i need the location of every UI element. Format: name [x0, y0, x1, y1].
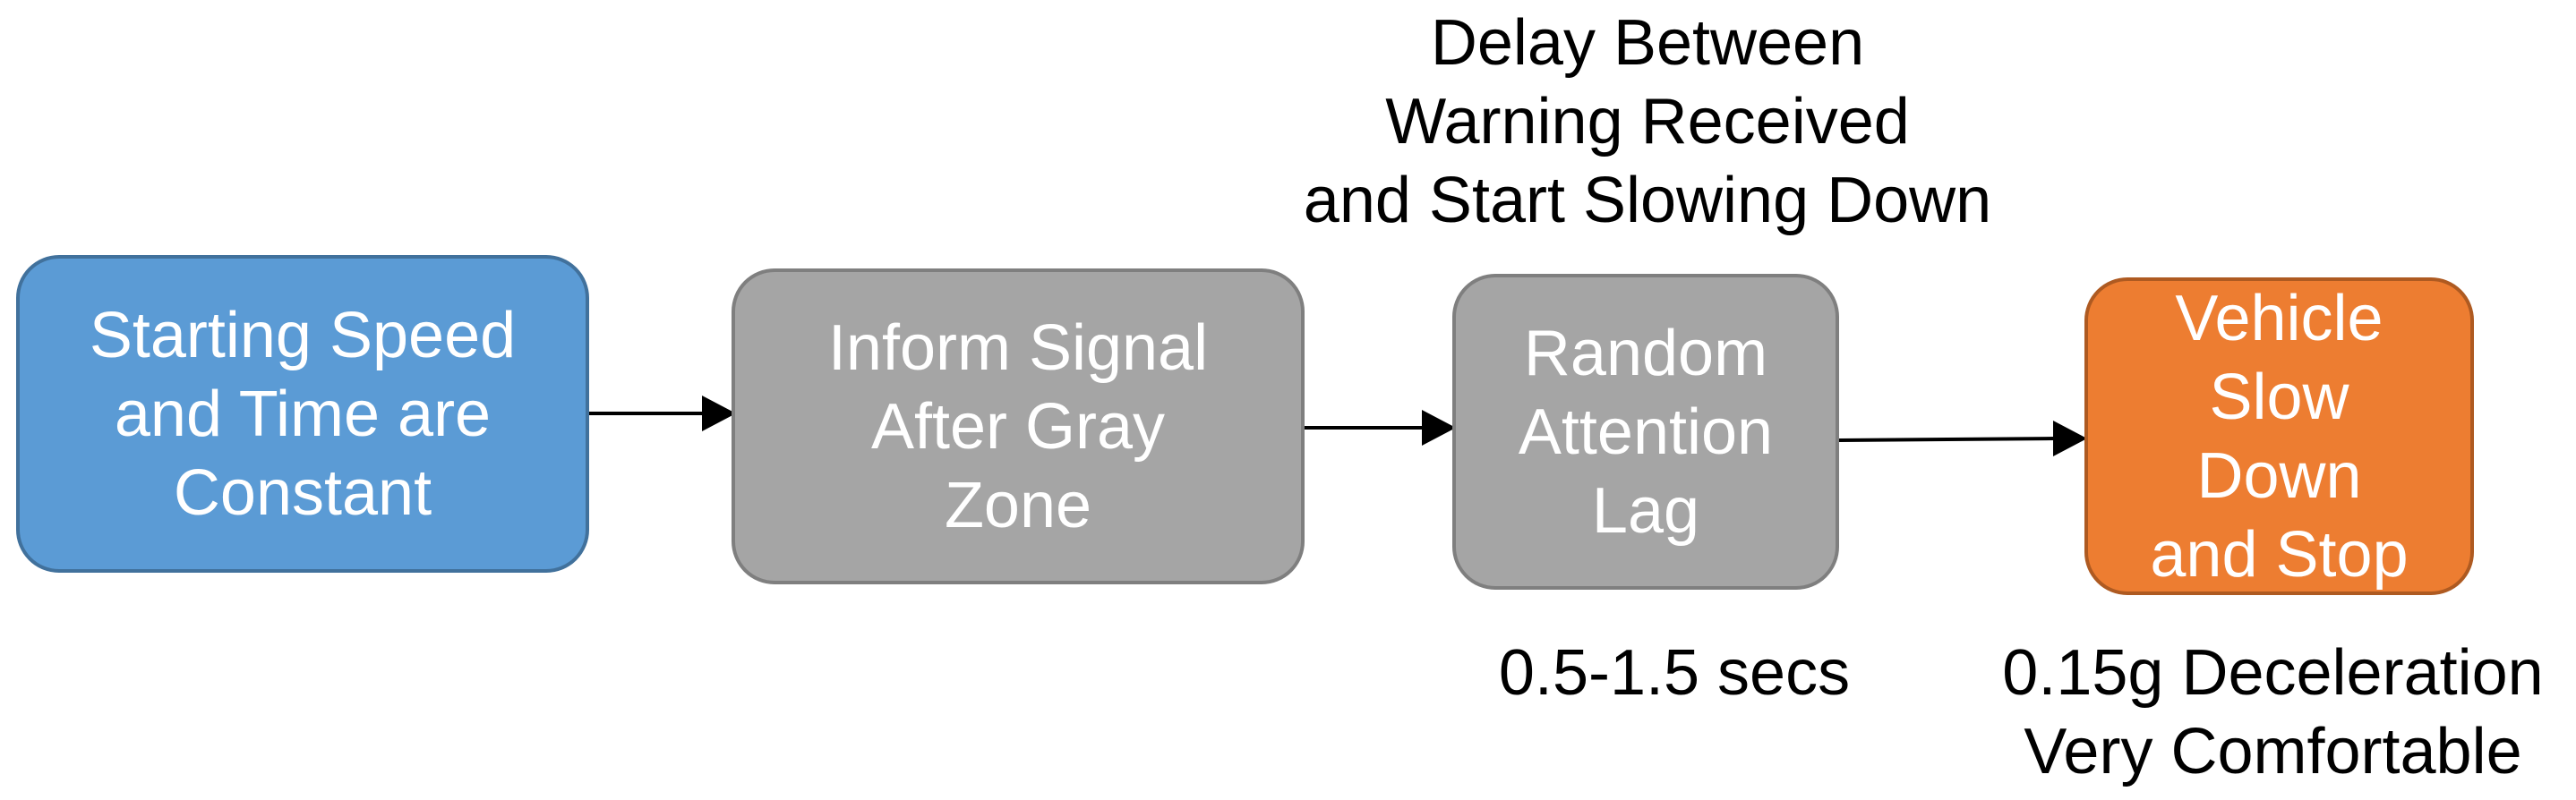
node-random-attention-lag-label: Random Attention Lag — [1518, 317, 1774, 547]
annotation-deceleration: 0.15g Deceleration Very Comfortable — [2002, 637, 2544, 787]
arrow-start-to-inform — [589, 396, 736, 431]
arrow-random-to-vehicle — [1838, 421, 2087, 456]
node-inform-signal: Inform Signal After Gray Zone — [732, 268, 1305, 584]
node-inform-signal-label: Inform Signal After Gray Zone — [827, 311, 1209, 541]
arrow-inform-to-random — [1305, 410, 1456, 446]
node-random-attention-lag: Random Attention Lag — [1452, 274, 1839, 590]
annotation-delay: Delay Between Warning Received and Start… — [1303, 7, 1992, 236]
annotation-lag-duration: 0.5-1.5 secs — [1498, 637, 1851, 709]
node-vehicle-stop: Vehicle Slow Down and Stop — [2084, 277, 2474, 595]
node-vehicle-stop-label: Vehicle Slow Down and Stop — [2150, 282, 2409, 591]
node-starting-speed: Starting Speed and Time are Constant — [16, 255, 589, 573]
node-starting-speed-label: Starting Speed and Time are Constant — [89, 299, 517, 529]
